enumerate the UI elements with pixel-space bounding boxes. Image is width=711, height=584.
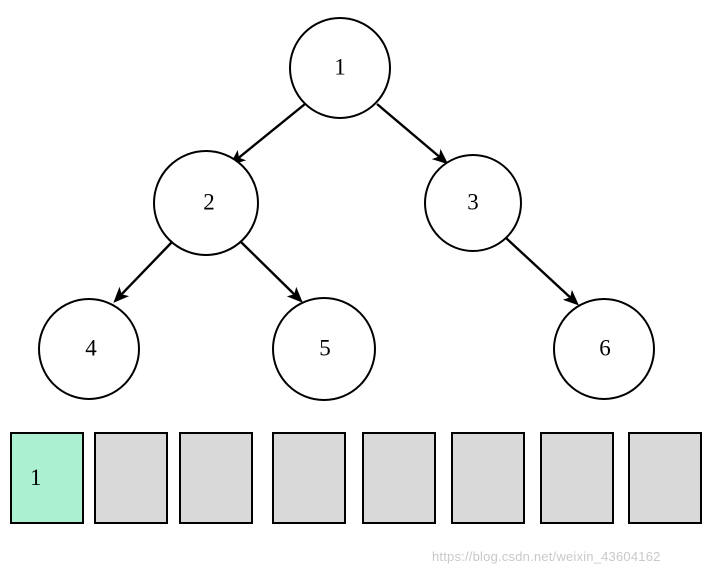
queue-cell-value-0: 1 bbox=[30, 465, 42, 490]
queue-cell-5 bbox=[451, 432, 525, 524]
node-circle-5 bbox=[272, 297, 376, 401]
queue-cell-2 bbox=[179, 432, 253, 524]
tree-node-5: 5 bbox=[272, 297, 376, 401]
node-circle-3 bbox=[424, 154, 522, 252]
queue-cell-1 bbox=[94, 432, 168, 524]
node-circle-6 bbox=[553, 298, 655, 400]
tree-node-3: 3 bbox=[424, 154, 522, 252]
queue-cell-4 bbox=[362, 432, 436, 524]
tree-node-1: 1 bbox=[289, 17, 391, 119]
edge-2-to-5 bbox=[240, 241, 303, 303]
queue-cell-0: 1 bbox=[10, 432, 84, 524]
node-circle-4 bbox=[38, 298, 140, 400]
watermark-text: https://blog.csdn.net/weixin_43604162 bbox=[432, 549, 661, 564]
node-circle-1 bbox=[289, 17, 391, 119]
node-label-4: 4 bbox=[85, 335, 97, 360]
node-label-6: 6 bbox=[599, 335, 611, 360]
edge-1-to-2 bbox=[229, 103, 306, 166]
edge-3-to-6 bbox=[505, 237, 579, 306]
queue-cell-7 bbox=[628, 432, 702, 524]
tree-node-4: 4 bbox=[38, 298, 140, 400]
edge-2-to-4 bbox=[113, 241, 173, 303]
node-label-3: 3 bbox=[467, 189, 479, 214]
node-label-2: 2 bbox=[203, 189, 215, 214]
queue-array: 1 bbox=[10, 432, 710, 532]
queue-cell-3 bbox=[272, 432, 346, 524]
tree-edges bbox=[113, 103, 579, 306]
edge-1-to-3 bbox=[376, 103, 449, 165]
tree-node-6: 6 bbox=[553, 298, 655, 400]
tree-graph: 1 2 3 4 5 6 bbox=[38, 17, 655, 401]
node-label-5: 5 bbox=[319, 335, 331, 360]
node-label-1: 1 bbox=[334, 54, 346, 79]
tree-node-2: 2 bbox=[153, 150, 259, 256]
queue-cell-6 bbox=[540, 432, 614, 524]
node-circle-2 bbox=[153, 150, 259, 256]
